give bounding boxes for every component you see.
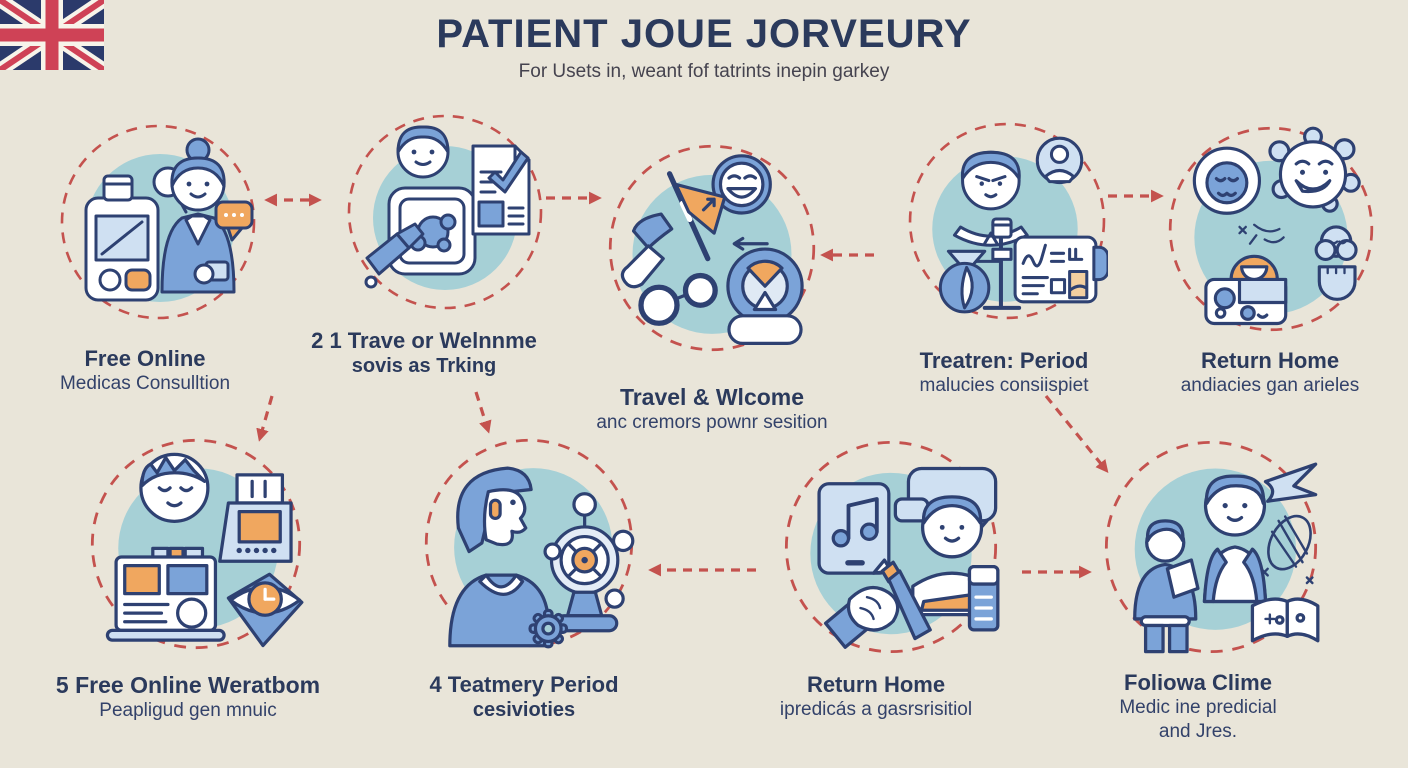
step-subtitle: andiacies gan arieles	[1180, 374, 1360, 396]
arrow-step4-step9	[1044, 394, 1109, 473]
faces-weather-icon	[1168, 126, 1374, 332]
step-title: 4 Teatmery Period	[429, 672, 619, 697]
step-2-circle	[345, 112, 545, 312]
arrow-step2-down	[474, 391, 492, 434]
step-4-circle	[906, 120, 1108, 322]
online-review-icon	[90, 438, 304, 650]
step-subtitle: anc cremors pownr sesition	[596, 412, 828, 434]
travel-welcome-icon	[608, 144, 816, 352]
step-3-caption: Travel & Wlcome anc cremors pownr sesiti…	[552, 384, 872, 435]
step-subtitle: Medic ine predicial	[1119, 696, 1277, 718]
step-7-caption: 4 Teatmery Period cesivioties	[364, 672, 684, 724]
doctor-consultation-icon	[60, 124, 256, 320]
step-6-circle	[88, 436, 304, 652]
step-title: 5 Free Online Weratbom	[55, 672, 321, 698]
step-title: Return Home	[806, 672, 946, 697]
step-subtitle-2: and Jres.	[1158, 721, 1238, 743]
step-5-caption: Return Home andiacies gan arieles	[1110, 348, 1408, 398]
hearing-device-icon	[424, 438, 635, 649]
step-title: Free Online	[84, 346, 206, 371]
follow-up-icon	[1104, 440, 1320, 654]
step-subtitle: ipredicás a gasrsrisitiol	[779, 698, 973, 720]
step-3-circle	[606, 142, 818, 354]
step-title: Return Home	[1200, 348, 1340, 373]
step-9-caption: Foliowa Clime Medic ine predicial and Jr…	[1038, 670, 1358, 745]
step-subtitle: Peapligud gen mnuic	[99, 700, 277, 722]
step-title: Treatren: Period	[919, 348, 1089, 373]
step-7-circle	[422, 436, 636, 650]
step-1-caption: Free Online Medicas Consulltion	[0, 346, 305, 396]
step-9-circle	[1102, 438, 1320, 656]
step-subtitle: malucies consiispiet	[919, 374, 1089, 396]
treatment-lab-icon	[908, 122, 1108, 320]
step-2-caption: 2 1 Trave or Welnnme sovis as Trking	[264, 328, 584, 380]
step-8-circle	[782, 438, 1000, 656]
step-subtitle: Medicas Consulltion	[59, 372, 231, 394]
page-subtitle: For Usets in, weant fof tatrints inepin …	[518, 61, 890, 82]
step-6-caption: 5 Free Online Weratbom Peapligud gen mnu…	[28, 672, 348, 723]
step-8-caption: Return Home ipredicás a gasrsrisitiol	[716, 672, 1036, 722]
step-subtitle: cesivioties	[472, 698, 576, 721]
step-title: Foliowa Clime	[1124, 670, 1272, 695]
step-5-circle	[1166, 124, 1376, 334]
arrow-step1-down	[256, 395, 274, 442]
step-title: Travel & Wlcome	[619, 384, 805, 410]
communication-icon	[784, 440, 1000, 654]
step-1-circle	[58, 122, 258, 322]
step-subtitle: sovis as Trking	[351, 354, 497, 377]
application-document-icon	[347, 114, 543, 310]
uk-flag-icon	[0, 0, 104, 70]
page-title: PATIENT JOUE JORVEURY	[436, 12, 972, 56]
step-title: 2 1 Trave or Welnnme	[311, 328, 537, 353]
step-4-caption: Treatren: Period malucies consiispiet	[844, 348, 1164, 398]
header: PATIENT JOUE JORVEURY For Usets in, wean…	[0, 12, 1408, 83]
